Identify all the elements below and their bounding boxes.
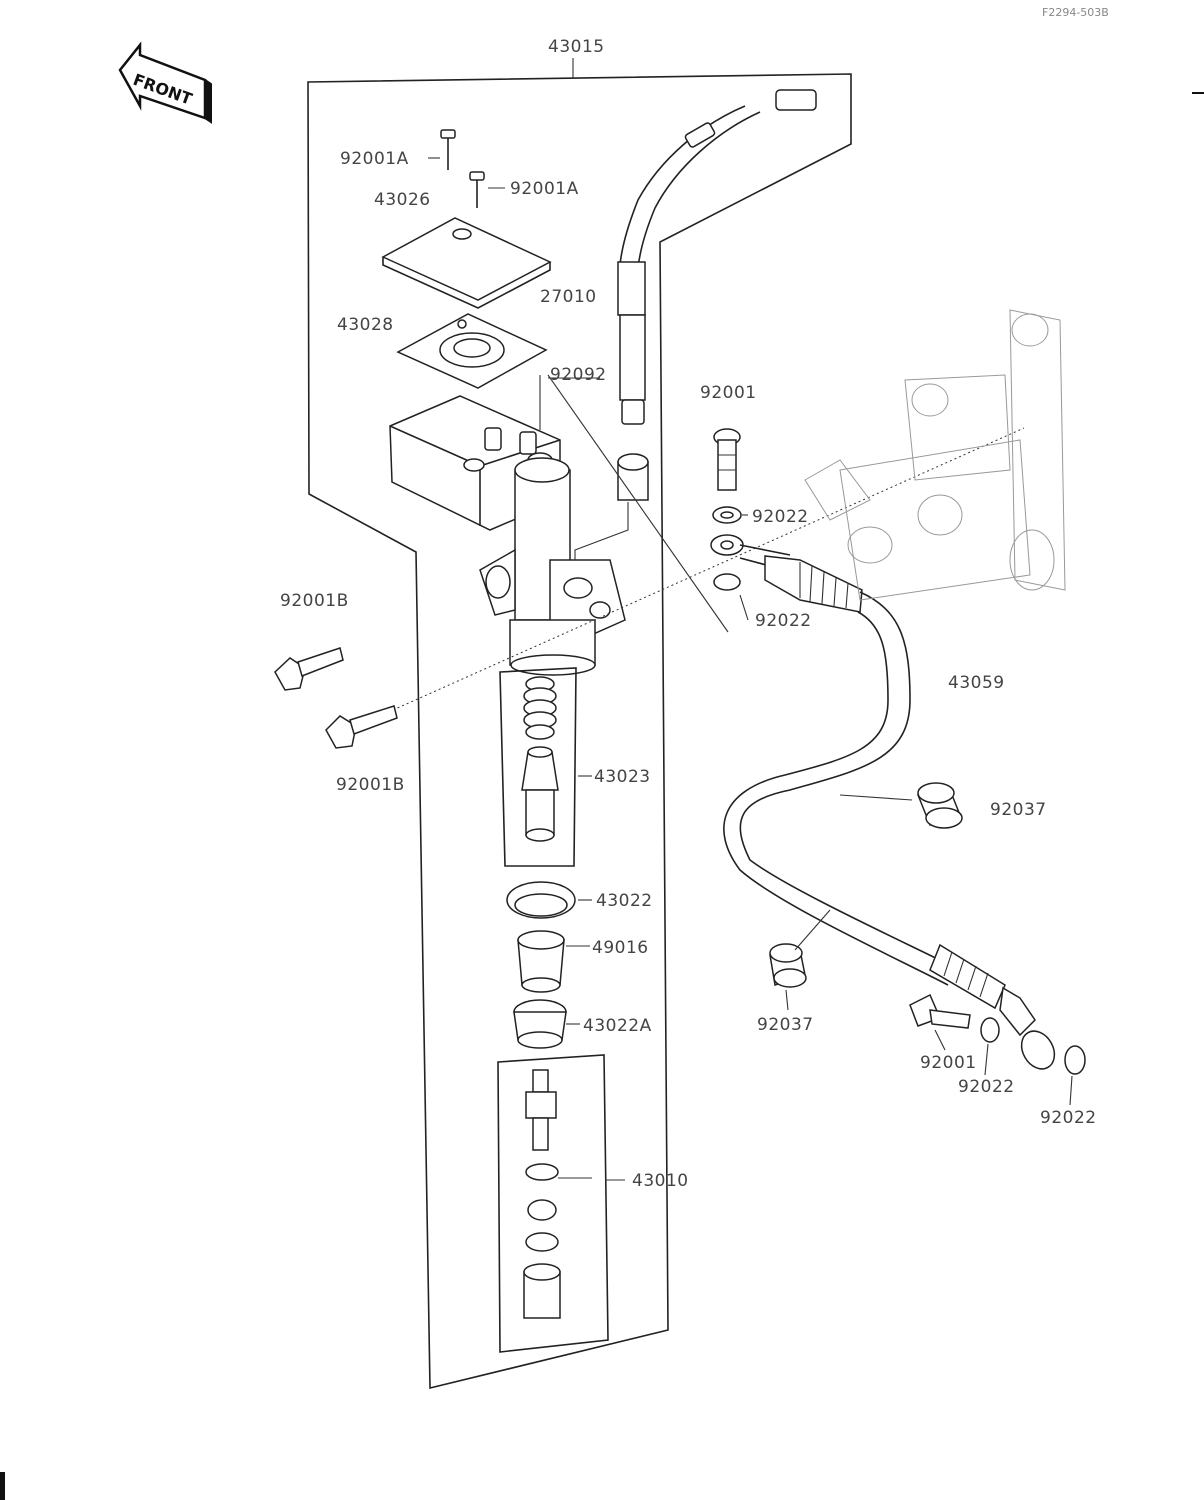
mounting-bolt-1: [274, 647, 344, 691]
mounting-bolt-2: [325, 705, 398, 749]
cap-screw-1: [440, 129, 456, 170]
label-grommet-2: 92037: [757, 1015, 814, 1035]
secondary-cup: [513, 999, 567, 1049]
label-plate: 43028: [337, 315, 394, 335]
reservoir-cap: [381, 217, 552, 309]
label-fitting: 92092: [550, 365, 607, 385]
washer-bottom-1: [980, 1017, 1000, 1043]
grommet-2: [769, 943, 807, 988]
hose-fitting: [574, 453, 649, 560]
label-banjo-bolt-bottom: 92001: [920, 1053, 977, 1073]
edge-mark-bottom: [0, 1472, 5, 1500]
label-screw-a2: 92001A: [510, 179, 579, 199]
label-washer-bottom-2: 92022: [1040, 1108, 1097, 1128]
label-pushrod-kit: 43010: [632, 1171, 689, 1191]
washer-bottom-2: [1064, 1045, 1086, 1075]
bushing: [517, 930, 565, 993]
brake-hose: [723, 544, 1056, 1070]
reference-code: F2294-503B: [1042, 6, 1109, 19]
label-diaphragm: 27010: [540, 287, 597, 307]
label-piston-kit: 43023: [594, 767, 651, 787]
label-bolt-b2: 92001B: [336, 775, 405, 795]
leader-lines: [428, 157, 1073, 1181]
label-screw-a1: 92001A: [340, 149, 409, 169]
diaphragm-plate: [396, 313, 548, 389]
label-assembly: 43015: [548, 37, 605, 57]
label-bolt-b1: 92001B: [280, 591, 349, 611]
assembly-outline: [307, 73, 852, 1390]
label-grommet-1: 92037: [990, 800, 1047, 820]
background-frame-sketch: [804, 309, 1066, 601]
banjo-bolt-top: [713, 428, 741, 491]
label-washer-bottom-1: 92022: [958, 1077, 1015, 1097]
front-arrow-icon: FRONT: [118, 41, 212, 124]
banjo-bolt-bottom: [909, 993, 971, 1029]
label-bushing: 49016: [592, 938, 649, 958]
label-cap: 43026: [374, 190, 431, 210]
grommet-1: [916, 782, 963, 829]
piston-kit: [499, 667, 577, 867]
pushrod-kit: [497, 1054, 609, 1353]
master-cylinder-body: [389, 395, 626, 676]
washer-top-2: [713, 573, 741, 591]
cap-screw-2: [469, 171, 485, 208]
primary-cup: [506, 881, 576, 919]
banjo-fitting-top: [710, 534, 744, 556]
label-washer-top-2: 92022: [755, 611, 812, 631]
guide-line: [392, 427, 1025, 711]
label-hose: 43059: [948, 673, 1005, 693]
reservoir-hose: [617, 89, 817, 425]
guide-line-2: [547, 374, 729, 633]
washer-top-1: [712, 506, 742, 524]
label-washer-top-1: 92022: [752, 507, 809, 527]
label-banjo-bolt-top: 92001: [700, 383, 757, 403]
label-cup-a: 43022A: [583, 1016, 652, 1036]
label-cup: 43022: [596, 891, 653, 911]
